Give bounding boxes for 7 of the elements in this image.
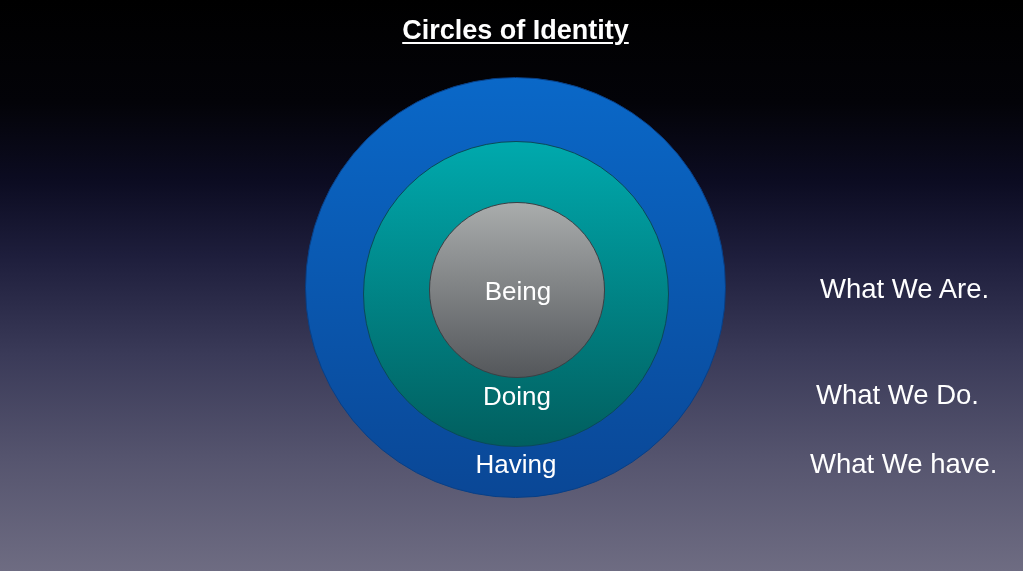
side-caption: What We have. xyxy=(810,448,998,480)
circle-label: Doing xyxy=(483,382,551,412)
side-caption: What We Do. xyxy=(816,379,979,411)
title-heading: Circles of Identity xyxy=(402,15,629,45)
circle-label: Having xyxy=(475,450,557,480)
circle-label: Being xyxy=(484,277,552,307)
side-caption: What We Are. xyxy=(820,273,990,305)
